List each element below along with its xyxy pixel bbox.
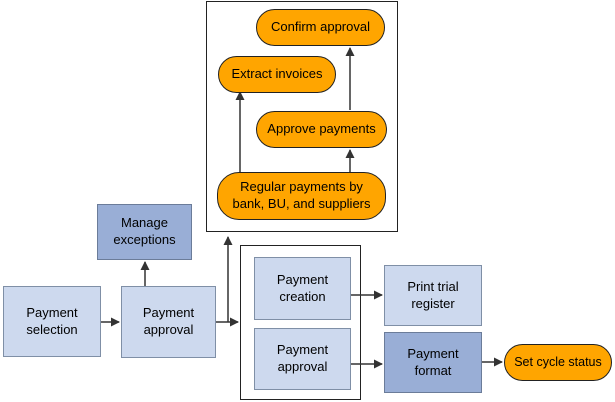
regular-payments-pill: Regular payments by bank, BU, and suppli…	[217, 172, 386, 220]
confirm-approval-pill: Confirm approval	[256, 9, 385, 46]
extract-invoices-pill: Extract invoices	[218, 56, 336, 93]
manage-exceptions-box: Manage exceptions	[97, 204, 192, 260]
print-trial-register-box: Print trial register	[384, 265, 482, 326]
payment-selection-box: Payment selection	[3, 286, 101, 357]
set-cycle-status-pill: Set cycle status	[504, 344, 612, 381]
approve-payments-pill: Approve payments	[256, 111, 387, 148]
approval-group-frame	[206, 1, 398, 232]
payment-creation-box: Payment creation	[254, 257, 351, 320]
payment-format-box: Payment format	[384, 332, 482, 393]
payment-approval-box: Payment approval	[121, 286, 216, 358]
payment-process-group-frame	[240, 245, 361, 400]
payment-approval-sub-box: Payment approval	[254, 328, 351, 390]
